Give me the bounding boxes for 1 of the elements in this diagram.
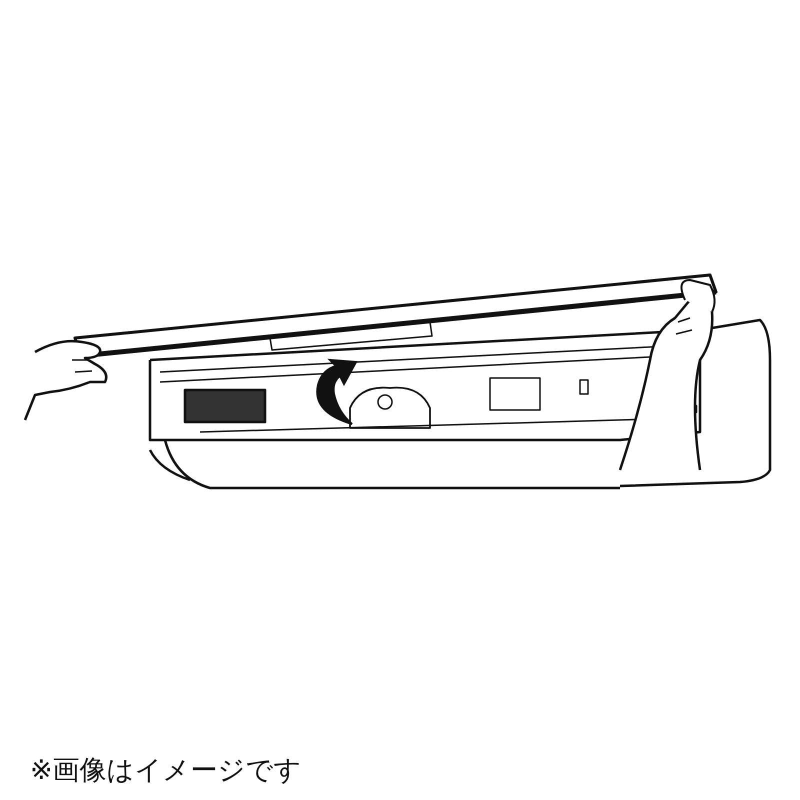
disclaimer-note: ※画像はイメージです	[30, 754, 302, 788]
